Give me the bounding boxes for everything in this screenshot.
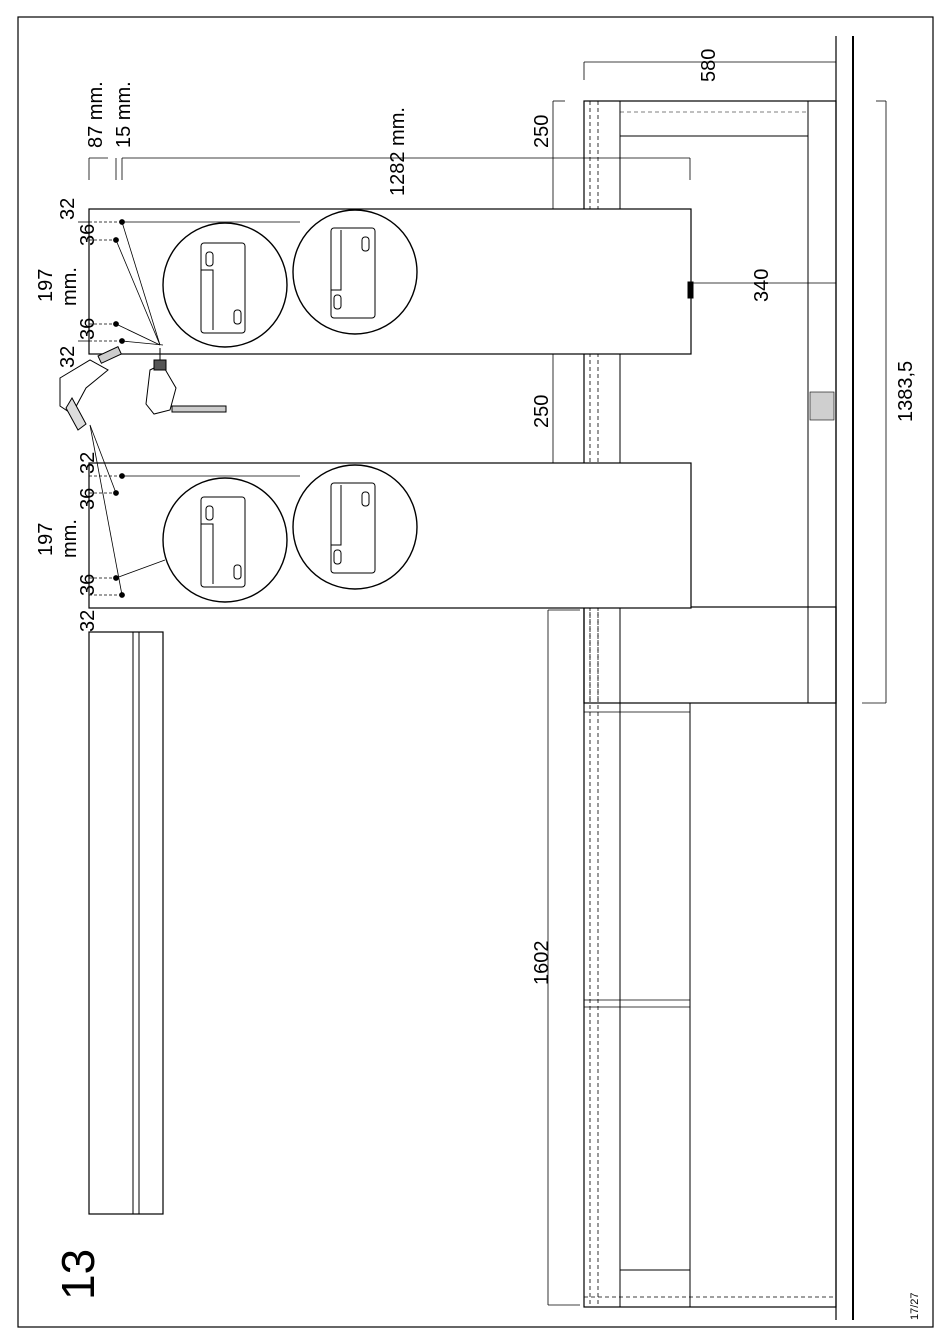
dim-1383-5: 1383,5 <box>895 361 917 422</box>
base-cabinet <box>584 607 836 1307</box>
dim-580: 580 <box>698 49 720 82</box>
hole-label-32-a: 32 <box>57 198 79 220</box>
dim-mm-bottom: mm. <box>59 519 81 558</box>
hole-label-32-c: 32 <box>77 452 99 474</box>
hole-label-32-d: 32 <box>77 610 99 632</box>
hole-label-32-b: 32 <box>57 346 79 368</box>
dim-250-top: 250 <box>531 115 553 148</box>
dim-1602: 1602 <box>531 941 553 986</box>
dim-250-mid: 250 <box>531 395 553 428</box>
hole-label-36-d: 36 <box>77 574 99 596</box>
page-number: 17/27 <box>909 1292 921 1320</box>
dim-87: 87 mm. <box>85 81 107 148</box>
dim-340: 340 <box>751 269 773 302</box>
dim-15: 15 mm. <box>113 81 135 148</box>
wall-cabinet <box>584 101 836 703</box>
hole-label-36-a: 36 <box>77 224 99 246</box>
step-number: 13 <box>52 1249 104 1300</box>
floor-lines <box>836 36 853 1320</box>
dim-mm-top: mm. <box>59 267 81 306</box>
hole-label-36-b: 36 <box>77 318 99 340</box>
plinth-board <box>89 632 163 1214</box>
dim-1282: 1282 mm. <box>387 107 409 196</box>
drill-icon <box>146 348 226 414</box>
dim-197-bottom: 197 <box>35 523 57 556</box>
hole-label-36-c: 36 <box>77 488 99 510</box>
dim-197-top: 197 <box>35 269 57 302</box>
wall-bracket <box>810 392 834 420</box>
